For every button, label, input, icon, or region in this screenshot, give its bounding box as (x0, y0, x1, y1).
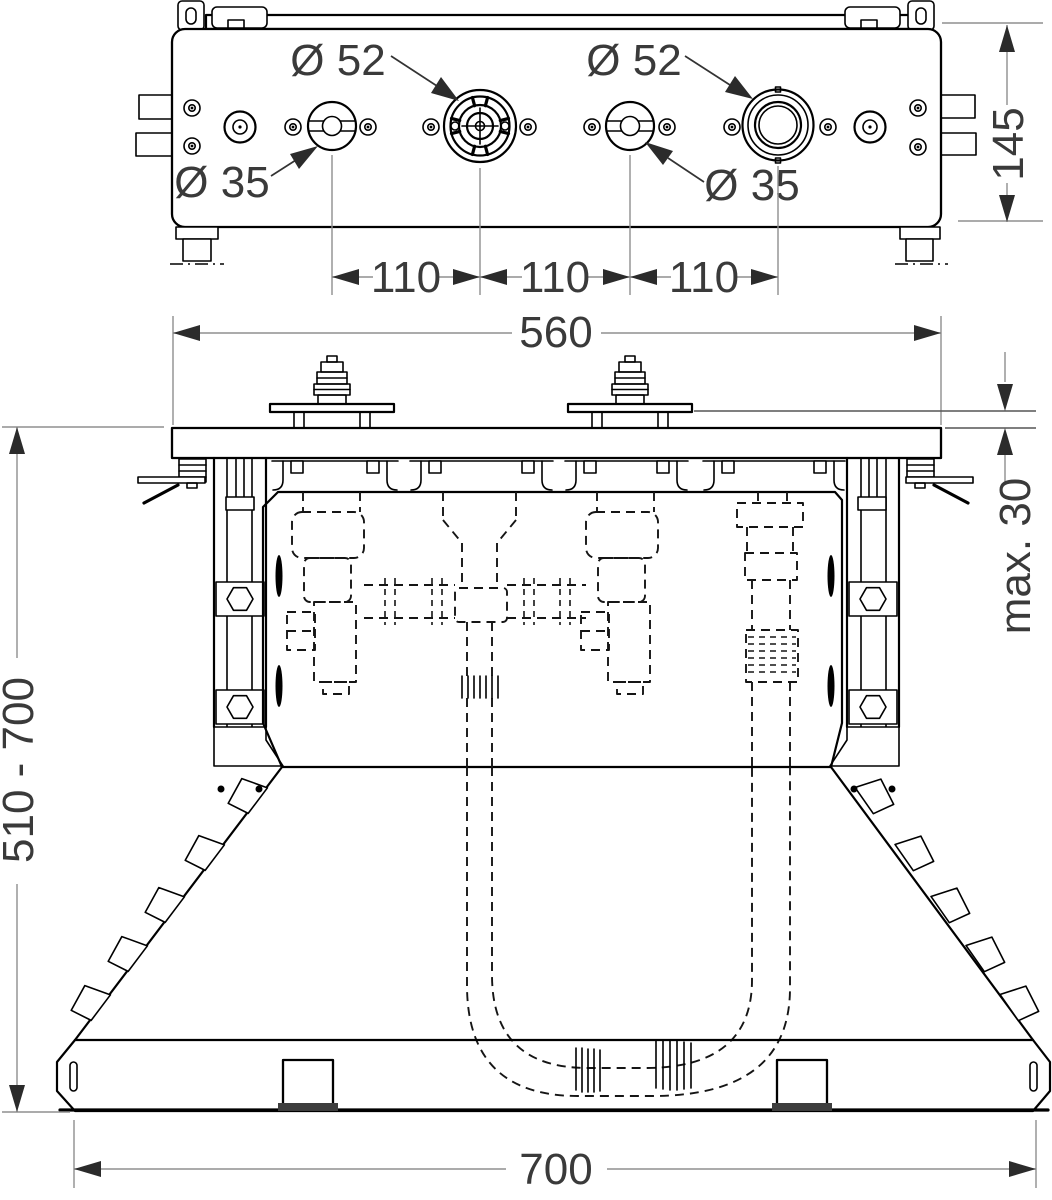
adjust-rail-right (829, 456, 901, 767)
bracket-left (211, 6, 268, 29)
dim-text-700: 700 (519, 1145, 592, 1194)
concealed-plumbing (286, 491, 804, 1097)
hose-coupling (461, 675, 499, 699)
skirt-left (67, 765, 284, 1042)
dim-text-max30: max. 30 (991, 478, 1040, 635)
dim-text-110-2: 110 (520, 253, 590, 302)
label-dia35-right: Ø 35 (704, 161, 799, 210)
wall-anchor-left (137, 458, 207, 505)
top-view-faceplate: Ø 52 Ø 52 Ø 35 Ø 35 145 (135, 0, 1043, 302)
overflow-set (736, 492, 804, 767)
leader-arrow (290, 146, 318, 169)
body-slot (827, 555, 835, 597)
pipe-stub-right-top (937, 94, 976, 119)
bracket-right (844, 6, 901, 29)
base-tray (55, 1038, 1052, 1113)
carrier-body (261, 490, 844, 769)
dim-height-range: 510 - 700 (0, 426, 164, 1113)
faceplate (170, 27, 943, 229)
dim-height-145: 145 (942, 22, 1043, 222)
pipe-stub-right-bottom (937, 132, 977, 156)
dim-width-700: 700 (73, 1120, 1037, 1194)
dim-text-145: 145 (984, 107, 1033, 180)
faceplate-foot-left (170, 226, 224, 265)
rivet (255, 785, 263, 793)
dim-max-30: max. 30 (945, 352, 1040, 634)
rivet (217, 785, 225, 793)
bracket-tab-left (177, 0, 205, 31)
label-dia52-right: Ø 52 (586, 36, 681, 85)
pipe-stub-left-bottom (135, 132, 177, 157)
spout-hole-52-right (741, 86, 815, 164)
dim-text-110-1: 110 (371, 253, 441, 302)
hose-nipple-left (268, 354, 396, 430)
valve-body-right (580, 491, 659, 695)
leader-arrow (725, 76, 753, 99)
adjust-rail-left (212, 456, 284, 767)
label-dia35-left: Ø 35 (174, 158, 269, 207)
spout-hole-52-left (442, 88, 518, 164)
dim-text-560: 560 (519, 308, 592, 357)
hose-corrugation (575, 1039, 692, 1093)
hose-nipple-right (566, 354, 694, 430)
leader-arrow (645, 142, 673, 165)
drain-hose-loop (466, 767, 791, 1097)
rivet (888, 785, 896, 793)
skirt-right (829, 765, 1043, 1042)
dim-text-110-3: 110 (669, 253, 739, 302)
tray-foot-left (278, 1058, 338, 1111)
body-slot (275, 665, 283, 707)
main-view-carrier: 560 max. 30 (0, 308, 1052, 1194)
hanger-rail (271, 460, 846, 491)
wall-anchor-right (905, 458, 974, 505)
valve-body-left (286, 491, 365, 695)
tray-foot-right (772, 1058, 832, 1111)
dim-text-height-range: 510 - 700 (0, 677, 43, 863)
label-dia52-left: Ø 52 (290, 36, 385, 85)
rear-rail (204, 13, 912, 31)
bracket-tab-right (907, 0, 935, 31)
body-slot (275, 555, 283, 597)
dim-width-560: 560 (172, 308, 942, 425)
body-slot (827, 665, 835, 707)
pipe-stub-left-top (138, 94, 177, 120)
leader-arrow (431, 77, 459, 101)
mounting-plate (170, 426, 943, 460)
center-tee (364, 492, 586, 767)
rivet (850, 785, 858, 793)
dim-pitch-110: 110 110 110 (331, 155, 779, 302)
faceplate-foot-right (895, 226, 948, 265)
